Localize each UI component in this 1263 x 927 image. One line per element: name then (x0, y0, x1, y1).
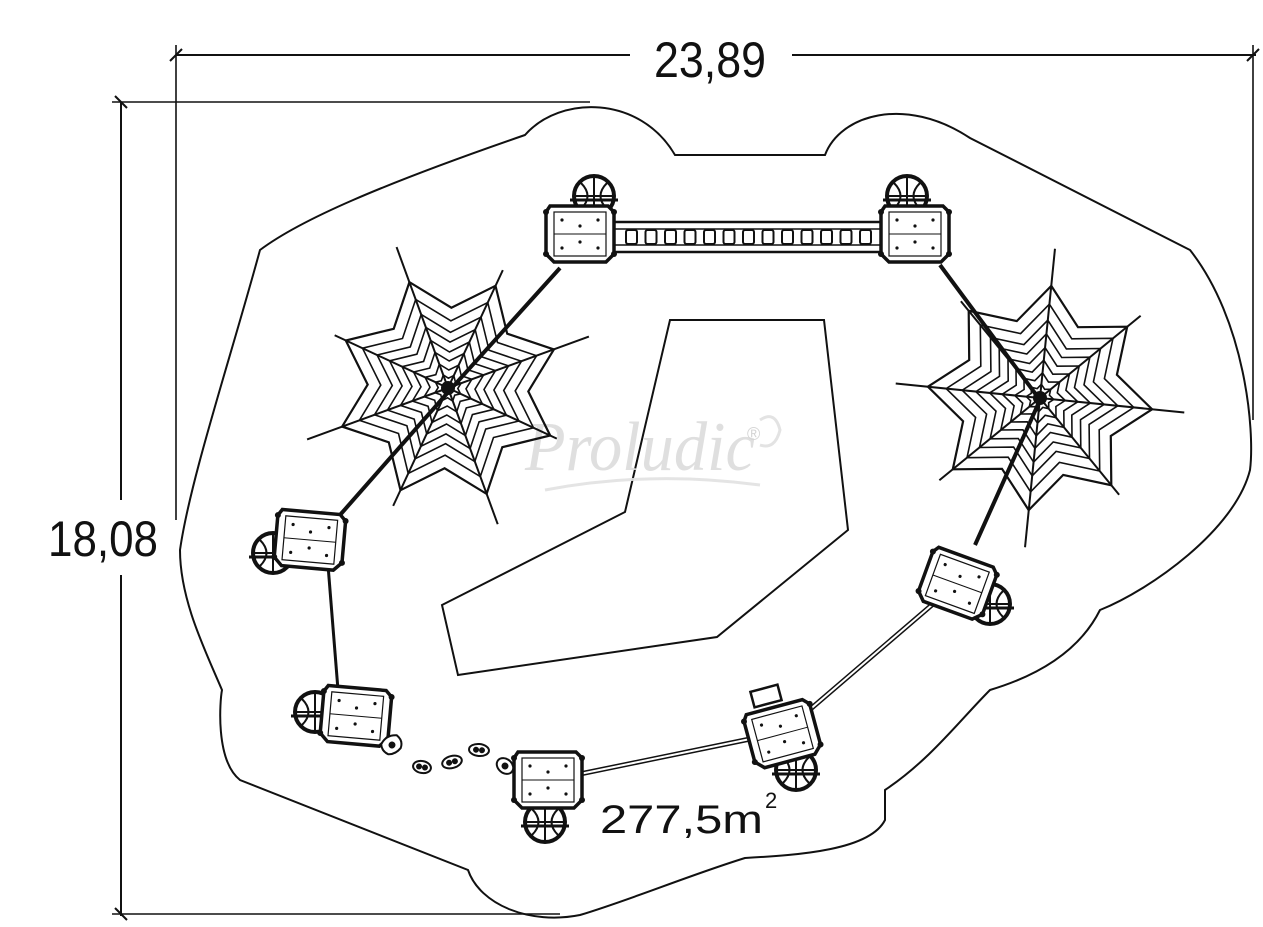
bridge-plank (722, 229, 736, 245)
web-ring (358, 298, 538, 478)
stepping-stone (412, 759, 432, 775)
web-spoke (1039, 248, 1056, 399)
cable-spider-left-down (338, 388, 452, 517)
web-ring (944, 302, 1135, 494)
web-ring (1000, 358, 1079, 438)
spider-web-net-left (306, 246, 590, 525)
platform-deck (915, 545, 1000, 621)
height-dimension: 18,08 (48, 95, 590, 921)
rope-bridge (606, 220, 894, 254)
spider-web-net-right (895, 248, 1185, 548)
watermark-flourish-icon (759, 415, 782, 448)
bridge-plank (800, 229, 814, 245)
width-dimension: 23,89 (169, 32, 1260, 520)
web-ring (340, 280, 555, 496)
bridge-plank (820, 229, 833, 245)
web-hub (441, 381, 455, 395)
bridge-planks (625, 229, 872, 245)
web-ring (411, 351, 485, 425)
platform-deck (271, 507, 349, 572)
tower-platform (915, 545, 1014, 626)
bridge-plank (839, 229, 853, 245)
web-ring (974, 332, 1105, 464)
cable-left-vertical (326, 564, 340, 691)
watermark-swoosh (544, 477, 761, 492)
stepping-stones (380, 734, 515, 775)
inner-mound (440, 319, 850, 677)
web-spoke (334, 334, 449, 389)
web-ring (386, 326, 510, 450)
bridge-plank (781, 229, 794, 245)
bridge-plank (859, 229, 872, 245)
bridge-plank (761, 229, 775, 245)
web-ring (960, 318, 1119, 478)
stepping-stone (441, 754, 463, 770)
cable-bottom-inner (569, 737, 756, 777)
stepping-stone (495, 757, 515, 775)
tower-platform (543, 174, 618, 264)
platform-deck (878, 204, 952, 264)
brand-watermark: Proludic ® (524, 409, 782, 492)
tower-platform (249, 507, 349, 575)
bridge-plank (703, 229, 716, 245)
platform-deck (543, 204, 617, 264)
watermark-registered: ® (747, 424, 760, 444)
tower-platform (878, 174, 952, 264)
platform-deck (511, 750, 585, 810)
bridge-plank (625, 229, 638, 245)
tower-platform (511, 750, 585, 844)
cable-connectors (326, 263, 1042, 779)
area-superscript: 2 (765, 788, 777, 813)
web-spoke (447, 387, 558, 440)
height-label: 18,08 (48, 511, 158, 567)
bridge-plank (683, 229, 697, 245)
safety-zone-outline (178, 106, 1253, 919)
tower-platform (740, 697, 824, 792)
web-spoke (1039, 397, 1120, 496)
platform-deck (317, 683, 395, 748)
platform-hatch (748, 683, 784, 709)
stepping-stone (468, 742, 490, 758)
web-ring (1013, 371, 1066, 425)
area-value: 277,5m (600, 798, 763, 842)
platform-deck (740, 697, 824, 770)
web-ring (373, 313, 523, 463)
web-ring (433, 373, 462, 403)
web-spoke (960, 300, 1041, 399)
web-ring (399, 339, 497, 437)
stepping-stone (380, 734, 403, 756)
tower-platform (291, 683, 395, 748)
web-ring (422, 362, 473, 414)
width-label: 23,89 (654, 32, 766, 88)
bridge-plank (644, 229, 658, 245)
tower-platforms (249, 174, 1014, 844)
web-ring (1025, 383, 1055, 413)
climbing-dome (521, 800, 569, 844)
bridge-plank (664, 229, 677, 245)
web-hub (1033, 391, 1047, 405)
bridge-plank (742, 229, 755, 245)
area-label: 277,5m 2 (600, 788, 777, 842)
web-ring (926, 284, 1153, 512)
cable-bottom-right-inner (799, 597, 941, 719)
watermark-brand: Proludic (524, 409, 755, 486)
web-ring (988, 346, 1091, 450)
